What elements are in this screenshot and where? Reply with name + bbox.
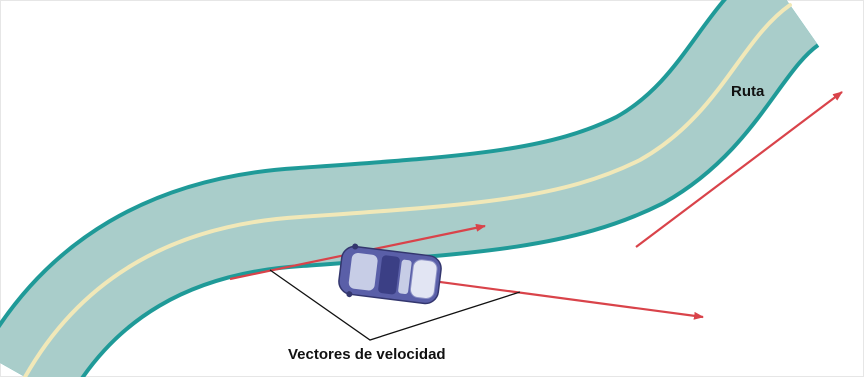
car-icon	[338, 243, 442, 305]
road	[0, 0, 822, 382]
velocity-vectors-label: Vectores de velocidad	[288, 346, 446, 363]
pointer-lines	[269, 269, 521, 341]
velocity-vector-route	[635, 91, 843, 248]
road-center-line	[23, 3, 792, 379]
route-label: Ruta	[731, 83, 765, 100]
